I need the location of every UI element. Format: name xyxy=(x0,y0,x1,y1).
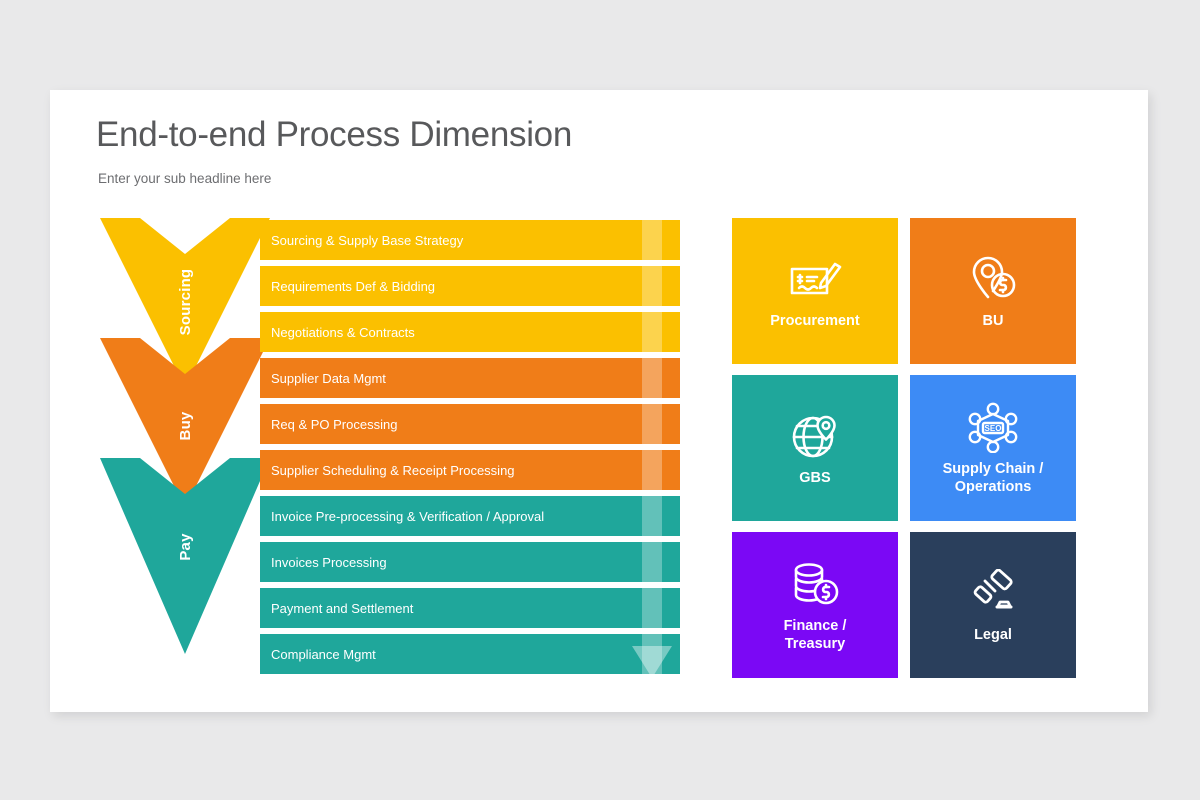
function-tile-label: GBS xyxy=(799,470,831,487)
process-step-label: Invoices Processing xyxy=(271,554,387,570)
process-step-label: Negotiations & Contracts xyxy=(271,324,415,340)
phase-arrow-buy[interactable]: Buy xyxy=(100,338,270,546)
process-step-row[interactable]: Payment and Settlement xyxy=(260,588,680,628)
process-step-row[interactable]: Invoice Pre-processing & Verification / … xyxy=(260,496,680,536)
down-arrow-icon xyxy=(100,338,270,508)
function-tile-legal[interactable]: Legal xyxy=(910,532,1076,678)
process-step-row[interactable]: Invoices Processing xyxy=(260,542,680,582)
page-subtitle: Enter your sub headline here xyxy=(98,171,272,186)
svg-text:SEO: SEO xyxy=(985,424,1002,433)
function-tile-finance-treasury[interactable]: Finance / Treasury xyxy=(732,532,898,678)
globe-pin-icon xyxy=(789,408,841,464)
function-tile-label: Finance / Treasury xyxy=(783,618,847,652)
function-tile-bu[interactable]: BU xyxy=(910,218,1076,364)
gavel-icon xyxy=(967,565,1019,621)
location-pin-dollar-icon xyxy=(967,251,1019,307)
function-tile-label: Supply Chain / Operations xyxy=(942,461,1044,495)
function-tile-gbs[interactable]: GBS xyxy=(732,375,898,521)
function-tile-supply-chain[interactable]: SEO Supply Chain / Operations xyxy=(910,375,1076,521)
process-step-label: Supplier Scheduling & Receipt Processing xyxy=(271,462,515,478)
process-step-label: Supplier Data Mgmt xyxy=(271,370,386,386)
page-title: End-to-end Process Dimension xyxy=(96,115,572,154)
process-step-list: Sourcing & Supply Base Strategy Requirem… xyxy=(260,220,680,682)
function-tile-procurement[interactable]: Procurement xyxy=(732,218,898,364)
down-arrow-icon xyxy=(100,218,270,388)
function-tile-label: BU xyxy=(982,313,1004,330)
slide-card: End-to-end Process Dimension Enter your … xyxy=(50,90,1148,712)
coins-dollar-icon xyxy=(789,556,841,612)
process-step-label: Invoice Pre-processing & Verification / … xyxy=(271,508,545,524)
process-step-label: Requirements Def & Bidding xyxy=(271,278,436,294)
seo-network-icon: SEO xyxy=(966,399,1020,455)
down-arrow-icon xyxy=(100,458,270,654)
function-tile-grid: Procurement BU xyxy=(732,218,1076,688)
process-step-label: Payment and Settlement xyxy=(271,600,414,616)
process-step-label: Sourcing & Supply Base Strategy xyxy=(271,232,464,248)
process-step-label: Compliance Mgmt xyxy=(271,646,376,662)
process-step-row[interactable]: Sourcing & Supply Base Strategy xyxy=(260,220,680,260)
process-step-row[interactable]: Req & PO Processing xyxy=(260,404,680,444)
function-tile-label: Procurement xyxy=(770,313,860,330)
cheque-pen-icon xyxy=(787,251,843,307)
phase-arrow-column: Sourcing Buy Pay xyxy=(100,218,270,688)
process-step-row[interactable]: Supplier Scheduling & Receipt Processing xyxy=(260,450,680,490)
process-step-label: Req & PO Processing xyxy=(271,416,398,432)
process-step-row[interactable]: Supplier Data Mgmt xyxy=(260,358,680,398)
phase-arrow-sourcing[interactable]: Sourcing xyxy=(100,218,270,426)
phase-arrow-pay[interactable]: Pay xyxy=(100,458,270,688)
process-step-row[interactable]: Negotiations & Contracts xyxy=(260,312,680,352)
process-step-row[interactable]: Compliance Mgmt xyxy=(260,634,680,674)
process-step-row[interactable]: Requirements Def & Bidding xyxy=(260,266,680,306)
function-tile-label: Legal xyxy=(974,627,1012,644)
